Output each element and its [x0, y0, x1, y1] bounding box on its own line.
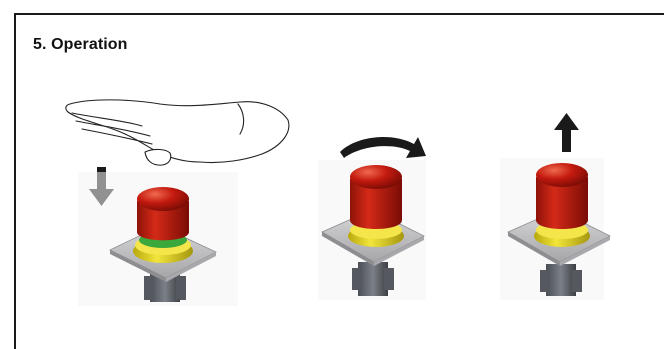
- step-press-down: [78, 167, 238, 306]
- curved-arrow-clockwise-icon: [340, 137, 426, 158]
- section-title: 5. Operation: [33, 36, 128, 53]
- emergency-stop-button-reset: [500, 158, 611, 300]
- arrow-up-icon: [554, 113, 579, 152]
- emergency-stop-button-released: [318, 160, 426, 300]
- step-pull-up: [500, 113, 611, 300]
- emergency-stop-button-pressed: [78, 172, 238, 306]
- step-rotate: [318, 137, 426, 300]
- hand-icon: [65, 99, 290, 166]
